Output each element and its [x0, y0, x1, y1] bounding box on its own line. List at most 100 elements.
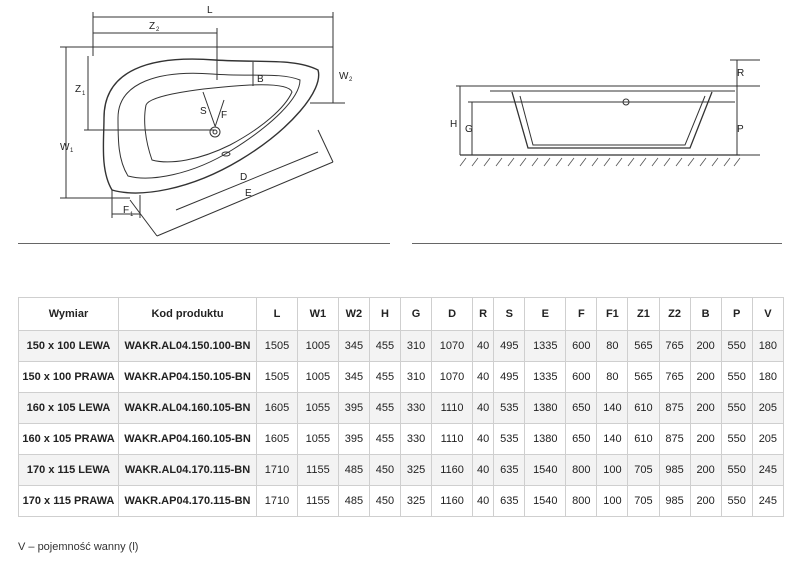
cell-value: 205 [751, 392, 785, 424]
cell-value: 1710 [256, 454, 298, 486]
cell-value: 200 [689, 423, 722, 455]
cell-value: 485 [337, 485, 370, 517]
cell-value: 455 [368, 423, 402, 455]
header-cell: Kod produktu [118, 297, 257, 331]
cell-value: 40 [471, 454, 495, 486]
header-cell: P [720, 297, 753, 331]
cell-value: 495 [493, 361, 526, 393]
cell-value: 1155 [296, 454, 339, 486]
cell-value: 635 [493, 485, 526, 517]
label-F1: F [123, 205, 129, 216]
cell-value: 40 [471, 392, 495, 424]
cell-value: 1540 [524, 485, 567, 517]
cell-value: 495 [493, 330, 526, 362]
cell-value: 1540 [524, 454, 567, 486]
cell-value: 325 [399, 485, 433, 517]
cell-value: 1335 [524, 361, 567, 393]
cell-product-code: WAKR.AL04.170.115-BN [118, 454, 257, 486]
cell-value: 1505 [256, 361, 298, 393]
cell-value: 180 [751, 361, 785, 393]
cell-value: 455 [368, 330, 402, 362]
label-P: P [737, 124, 744, 135]
cell-value: 550 [720, 330, 753, 362]
header-cell: Z1 [627, 297, 660, 331]
cell-value: 1005 [296, 361, 339, 393]
cell-value: 345 [337, 361, 370, 393]
divider-right [412, 243, 782, 244]
cell-value: 1380 [524, 392, 567, 424]
cell-value: 765 [658, 330, 691, 362]
cell-value: 140 [596, 423, 629, 455]
cell-value: 600 [565, 330, 598, 362]
cell-value: 610 [627, 392, 660, 424]
header-cell: B [689, 297, 722, 331]
cell-value: 985 [658, 485, 691, 517]
cell-value: 40 [471, 485, 495, 517]
cell-dimension: 150 x 100 PRAWA [18, 361, 119, 393]
header-cell: Z2 [658, 297, 691, 331]
cell-value: 635 [493, 454, 526, 486]
cell-value: 455 [368, 361, 402, 393]
cell-value: 330 [399, 392, 433, 424]
cell-value: 550 [720, 392, 753, 424]
cell-value: 985 [658, 454, 691, 486]
label-H: H [450, 119, 457, 130]
cell-dimension: 150 x 100 LEWA [18, 330, 119, 362]
cell-product-code: WAKR.AL04.150.100-BN [118, 330, 257, 362]
label-B: B [257, 74, 264, 85]
cell-dimension: 170 x 115 PRAWA [18, 485, 119, 517]
header-cell: D [431, 297, 473, 331]
cell-value: 40 [471, 423, 495, 455]
cell-value: 1155 [296, 485, 339, 517]
table-header-row: Wymiar Kod produktu L W1 W2 H G D R S E … [18, 297, 785, 331]
cell-value: 345 [337, 330, 370, 362]
cell-value: 1055 [296, 423, 339, 455]
label-R: R [737, 68, 744, 79]
cell-product-code: WAKR.AP04.160.105-BN [118, 423, 257, 455]
cell-product-code: WAKR.AL04.160.105-BN [118, 392, 257, 424]
cell-value: 40 [471, 361, 495, 393]
cell-value: 610 [627, 423, 660, 455]
cell-value: 200 [689, 330, 722, 362]
cell-value: 550 [720, 423, 753, 455]
cell-value: 535 [493, 392, 526, 424]
cell-value: 550 [720, 361, 753, 393]
cell-value: 1710 [256, 485, 298, 517]
cell-value: 1335 [524, 330, 567, 362]
side-view-drawing [456, 59, 760, 156]
cell-value: 875 [658, 392, 691, 424]
cell-value: 40 [471, 330, 495, 362]
cell-value: 1605 [256, 392, 298, 424]
cell-value: 325 [399, 454, 433, 486]
cell-value: 565 [627, 330, 660, 362]
cell-value: 1110 [431, 392, 473, 424]
cell-value: 1505 [256, 330, 298, 362]
label-Z1-sub: 1 [82, 91, 86, 97]
header-cell: H [368, 297, 402, 331]
cell-value: 705 [627, 485, 660, 517]
cell-value: 705 [627, 454, 660, 486]
cell-value: 100 [596, 485, 629, 517]
cell-product-code: WAKR.AP04.150.105-BN [118, 361, 257, 393]
top-view-drawing: L Z 2 Z 1 W 1 W 2 B S F D E F 1 H G R P [60, 5, 760, 237]
header-cell: F [565, 297, 598, 331]
cell-value: 600 [565, 361, 598, 393]
cell-value: 1160 [431, 454, 473, 486]
cell-value: 550 [720, 485, 753, 517]
cell-value: 205 [751, 423, 785, 455]
cell-value: 100 [596, 454, 629, 486]
cell-value: 1070 [431, 361, 473, 393]
label-W1-sub: 1 [70, 148, 74, 154]
cell-value: 565 [627, 361, 660, 393]
label-L: L [207, 5, 213, 16]
technical-drawings: L Z 2 Z 1 W 1 W 2 B S F D E F 1 H G R P [0, 0, 800, 250]
cell-product-code: WAKR.AP04.170.115-BN [118, 485, 257, 517]
cell-value: 1110 [431, 423, 473, 455]
header-cell: R [471, 297, 495, 331]
cell-value: 450 [368, 454, 402, 486]
